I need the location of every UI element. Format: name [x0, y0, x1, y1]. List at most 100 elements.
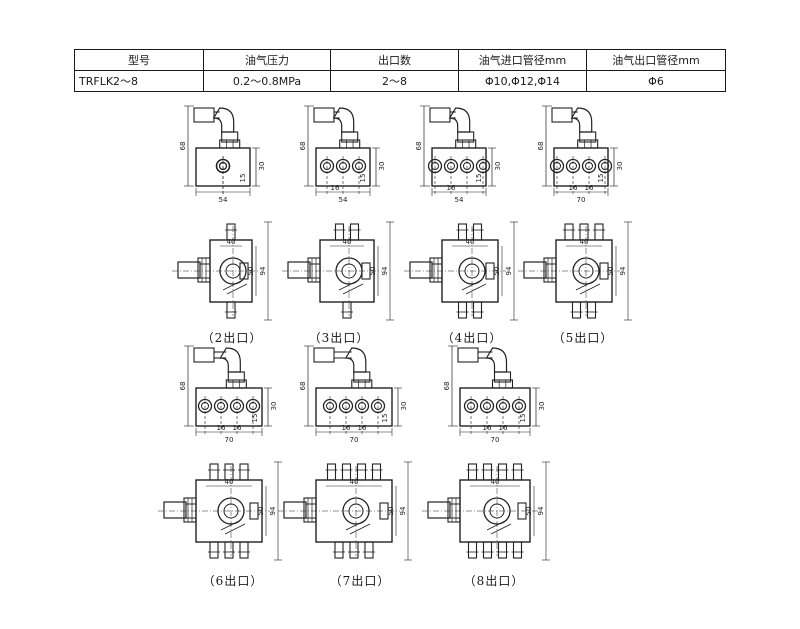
drawing-outline — [429, 257, 443, 283]
drawing-outline — [447, 497, 461, 523]
dimension-16: 16 — [447, 184, 456, 192]
dimension-15: 15 — [475, 174, 483, 183]
drawing-line — [224, 523, 246, 535]
drawing-outline — [482, 541, 493, 559]
drawing-outline — [353, 371, 371, 383]
drawing-outline — [472, 301, 483, 319]
drawing-outline — [356, 463, 367, 481]
drawing-outline — [512, 541, 523, 559]
drawing-outline — [307, 257, 321, 283]
drawing-outline — [195, 387, 263, 427]
dimension-40: 40 — [350, 478, 359, 486]
cell-outlet-diameter: Φ6 — [586, 70, 726, 92]
drawing-outline — [571, 301, 582, 319]
cell-pressure: 0.2～0.8MPa — [203, 70, 331, 92]
drawing-line — [226, 283, 248, 295]
dimension-16: 16 — [585, 184, 594, 192]
spec-table-header-row: 型号 油气压力 出口数 油气进口管径mm 油气出口管径mm — [74, 49, 726, 71]
drawing-outline — [457, 223, 468, 241]
dimension-94: 94 — [505, 266, 513, 275]
dimension-30: 30 — [400, 402, 408, 411]
drawing-outline — [579, 131, 597, 143]
drawing-outline — [493, 371, 512, 383]
caption-6-outlets: （6出口） — [202, 574, 264, 588]
dimension-16: 16 — [358, 424, 367, 432]
drawing-outline — [197, 257, 211, 283]
drawing-outline — [341, 463, 352, 481]
drawing-outline — [219, 139, 241, 149]
drawing-outline — [512, 463, 523, 481]
drawing-outline — [326, 463, 337, 481]
drawing-outline — [577, 139, 599, 149]
dimension-15: 15 — [519, 414, 527, 423]
dimension-40: 40 — [491, 478, 500, 486]
dimension-30: 30 — [538, 402, 546, 411]
dimension-15: 15 — [597, 174, 605, 183]
dimension-40: 40 — [227, 238, 236, 246]
drawing-outline — [543, 257, 557, 283]
dimension-30: 30 — [494, 162, 502, 171]
drawing-outline — [551, 107, 573, 123]
caption-8-outlets: （8出口） — [463, 574, 525, 588]
drawing-outline — [334, 541, 344, 559]
cell-outlet-count: 2～8 — [330, 70, 459, 92]
dimension-16: 16 — [499, 424, 508, 432]
drawing-outline — [163, 501, 187, 519]
drawing-outline — [303, 497, 317, 523]
drawing-outline — [371, 463, 382, 481]
drawing-outline — [497, 463, 508, 481]
dimension-15: 15 — [359, 174, 367, 183]
drawing-outline — [209, 463, 219, 481]
dimension-50: 50 — [387, 507, 395, 516]
drawing-outline — [226, 223, 236, 241]
dimension-40: 40 — [225, 478, 234, 486]
dimension-68: 68 — [415, 142, 423, 151]
caption-4-outlets: （4出口） — [441, 331, 503, 345]
dimension-16: 16 — [331, 184, 340, 192]
drawing-outline — [472, 223, 483, 241]
drawing-outline — [349, 223, 360, 241]
drawing-outline — [497, 541, 508, 559]
dimension-50: 50 — [493, 267, 501, 276]
drawing-outline — [455, 139, 477, 149]
dimension-94: 94 — [537, 506, 545, 515]
drawing-outline — [193, 107, 215, 123]
dimension-30: 30 — [616, 162, 624, 171]
drawing-outline — [427, 501, 451, 519]
drawing-outline — [225, 379, 247, 389]
dimension-30: 30 — [378, 162, 386, 171]
dimension-50: 50 — [257, 507, 265, 516]
drawing-outline — [193, 347, 215, 363]
drawing-circle — [219, 162, 227, 170]
drawing-outline — [457, 131, 475, 143]
spec-table-data-row: TRFLK2～8 0.2～0.8MPa 2～8 Φ10,Φ12,Φ14 Φ6 — [74, 70, 726, 92]
dimension-68: 68 — [537, 142, 545, 151]
dimension-40: 40 — [343, 238, 352, 246]
dimension-width: 70 — [350, 436, 359, 444]
drawing-outline — [349, 541, 359, 559]
drawing-circle — [215, 158, 231, 174]
spec-table: 型号 油气压力 出口数 油气进口管径mm 油气出口管径mm TRFLK2～8 0… — [74, 49, 726, 92]
drawing-outline — [239, 541, 249, 559]
drawing-outline — [457, 301, 468, 319]
drawing-line — [349, 523, 371, 535]
dimension-50: 50 — [525, 507, 533, 516]
drawing-outline — [586, 301, 597, 319]
dimension-width: 54 — [219, 196, 228, 204]
drawing-outline — [594, 223, 604, 241]
dimension-width: 54 — [339, 196, 348, 204]
drawing-outline — [467, 463, 478, 481]
drawing-outline — [409, 261, 433, 279]
dimension-94: 94 — [259, 266, 267, 275]
dimension-50: 50 — [607, 267, 615, 276]
dimension-15: 15 — [251, 414, 259, 423]
dimension-16: 16 — [569, 184, 578, 192]
drawing-outline — [315, 387, 393, 427]
dimension-16: 16 — [483, 424, 492, 432]
dimension-94: 94 — [399, 506, 407, 515]
drawing-outline — [287, 261, 311, 279]
caption-7-outlets: （7出口） — [329, 574, 391, 588]
